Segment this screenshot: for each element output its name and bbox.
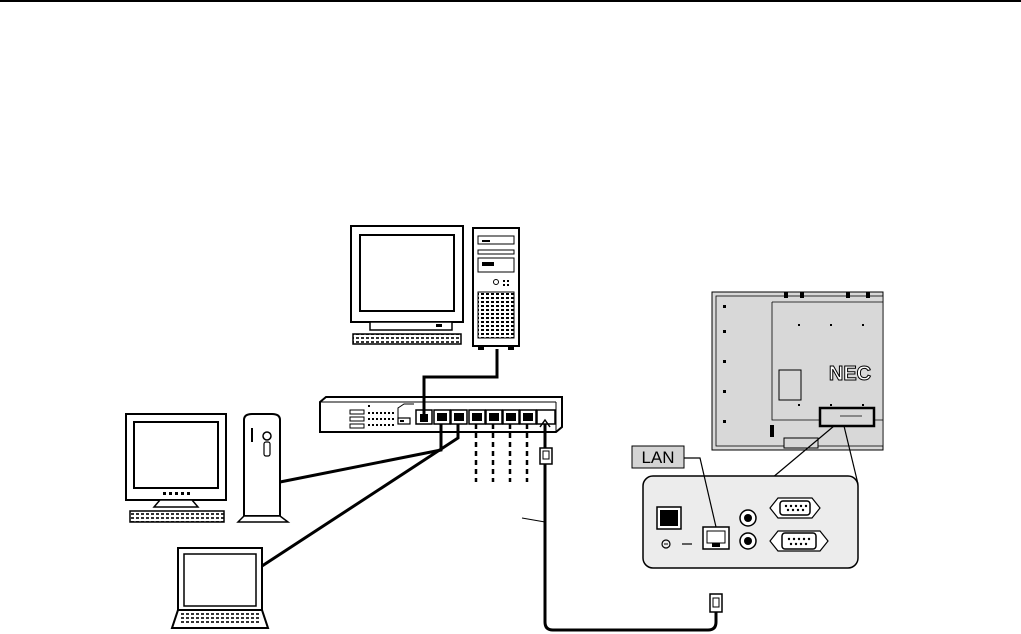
brand-logo: NEC [829,363,871,385]
display-rear-panel-icon: NEC [712,292,883,450]
lan-label-text: LAN [641,448,674,467]
cable-leader-line [522,518,545,522]
rj45-connector-icon [710,594,722,612]
server-computer-icon [351,226,519,350]
terminal-panel-zoom [643,476,858,568]
desktop-computer-icon [126,414,288,522]
laptop-computer-icon [172,548,268,628]
